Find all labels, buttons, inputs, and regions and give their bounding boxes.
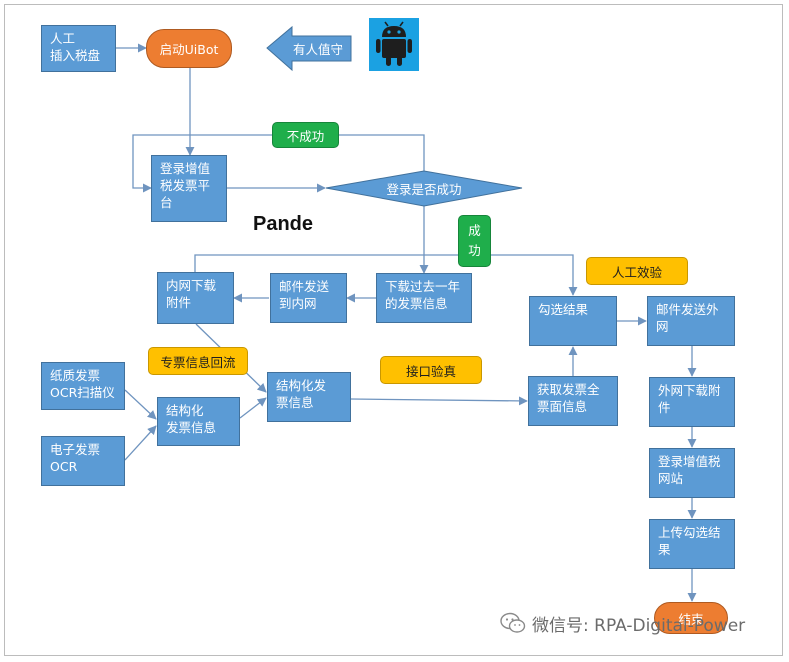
fail-tag: 不成功	[272, 122, 339, 148]
start-uibot-terminal: 启动UiBot	[146, 29, 232, 68]
connector-structured-a-b	[239, 397, 267, 419]
wechat-watermark: 微信号: RPA-Digital-Power	[500, 611, 746, 636]
api-verify-tag: 接口验真	[380, 356, 482, 384]
email-to-external-box: 邮件发送外 网	[647, 296, 735, 346]
email-to-intranet-box: 邮件发送 到内网	[270, 273, 347, 323]
connector-success-branch	[194, 254, 578, 296]
connector-paper-structured	[124, 389, 157, 420]
login-success-decision-label: 登录是否成功	[386, 181, 462, 197]
download-past-year-invoices-box: 下载过去一年 的发票信息	[376, 273, 472, 323]
end-terminal: 结束	[654, 602, 728, 634]
manual-insert-taxdisk-box: 人工 插入税盘	[41, 25, 116, 72]
login-vat-website-box: 登录增值税 网站	[649, 448, 735, 498]
login-vat-platform-box: 登录增值 税发票平 台	[151, 155, 227, 222]
special-invoice-info-return-tag: 专票信息回流	[148, 347, 248, 375]
intranet-download-attachment-box: 内网下载 附件	[157, 272, 234, 324]
e-invoice-ocr-box: 电子发票 OCR	[41, 436, 125, 486]
watermark-text: 微信号: RPA-Digital-Power	[532, 615, 746, 636]
wechat-logo-icon	[500, 612, 526, 633]
decision-diamond-shape	[325, 170, 523, 207]
get-full-invoice-info-box: 获取发票全 票面信息	[528, 376, 618, 426]
diagram-frame	[4, 4, 783, 656]
upload-check-result-box: 上传勾选结 果	[649, 519, 735, 569]
connector-einvoice-structured	[124, 425, 157, 461]
manual-verify-tag: 人工效验	[586, 257, 688, 285]
connector-structured-fullinfo	[350, 396, 528, 406]
check-result-box: 勾选结果	[529, 296, 617, 346]
attended-label: 有人值守	[292, 42, 343, 57]
android-robot-icon	[369, 18, 419, 71]
external-download-attachment-box: 外网下载附 件	[649, 377, 735, 427]
success-tag: 成 功	[458, 215, 491, 267]
pande-text: Pande	[253, 213, 314, 235]
paper-invoice-ocr-scanner-box: 纸质发票 OCR扫描仪	[41, 362, 125, 410]
connector-fail-loop	[132, 134, 425, 193]
structured-invoice-info-a-box: 结构化 发票信息	[157, 397, 240, 446]
structured-invoice-info-b-box: 结构化发 票信息	[267, 372, 351, 422]
attended-arrow-shape	[266, 25, 352, 72]
